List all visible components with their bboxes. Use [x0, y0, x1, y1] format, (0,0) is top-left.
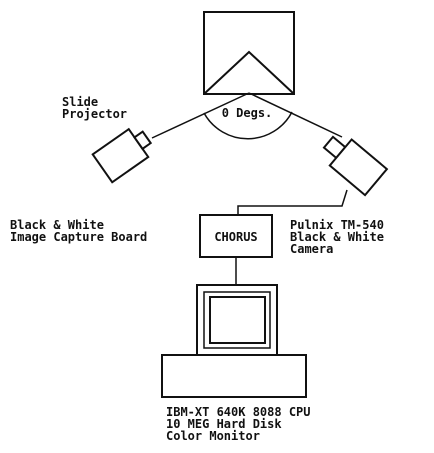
chorus-box — [199, 214, 273, 258]
angle-label: 0 Degs. — [222, 106, 273, 120]
computer-label: IBM-XT 640K 8088 CPU 10 MEG Hard Disk Co… — [166, 405, 318, 443]
camera-label: Pulnix TM-540 Black & White Camera — [290, 218, 391, 256]
slide-projector — [91, 127, 153, 184]
camera-cable — [237, 189, 348, 215]
camera — [322, 135, 389, 197]
target-object — [203, 11, 295, 95]
computer-monitor — [161, 284, 307, 398]
projector-label: Slide Projector — [62, 95, 127, 121]
chorus-label: CHORUS — [214, 230, 257, 244]
capture-board-label: Black & White Image Capture Board — [10, 218, 147, 244]
projector-beam-line — [151, 92, 250, 139]
angle-arc — [203, 111, 293, 140]
camera-beam-line — [248, 92, 343, 138]
